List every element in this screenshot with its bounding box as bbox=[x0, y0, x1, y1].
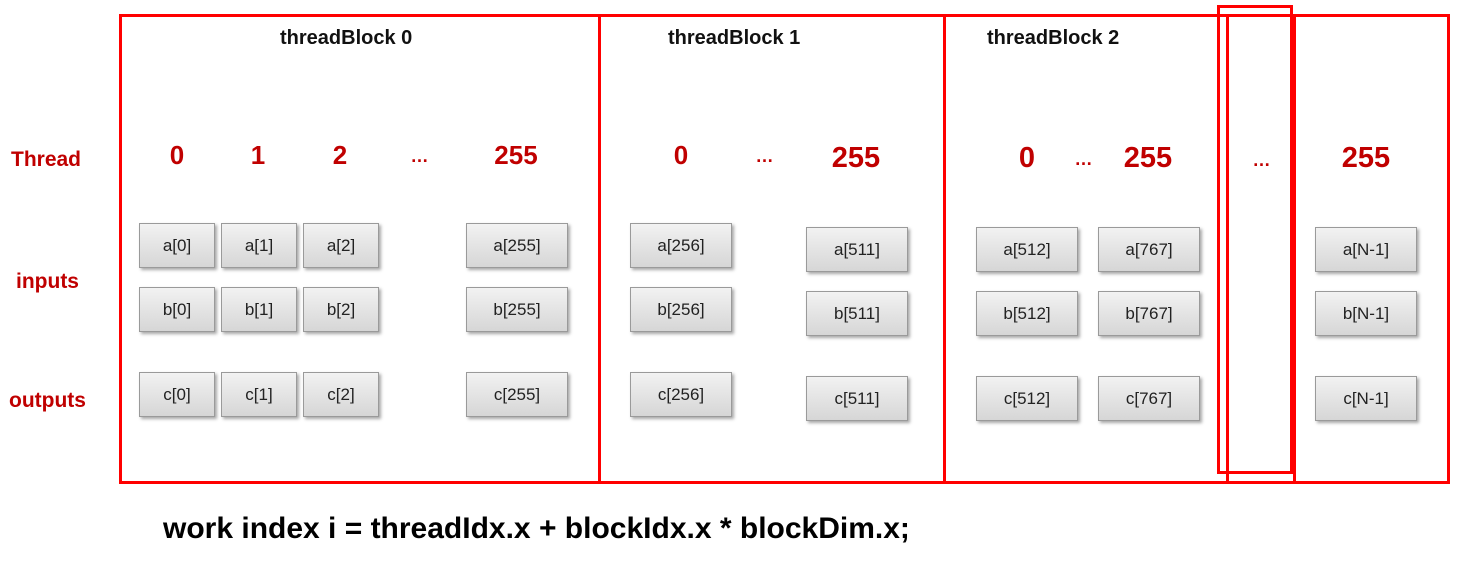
thread-ellipsis: … bbox=[410, 146, 430, 166]
input-cell-b: b[255] bbox=[466, 287, 568, 332]
block-divider-3 bbox=[1226, 14, 1229, 484]
output-cell-c: c[0] bbox=[139, 372, 215, 417]
ellipsis-block-outline bbox=[1217, 5, 1293, 474]
block-title-0: threadBlock 0 bbox=[280, 27, 413, 49]
block-title-1: threadBlock 1 bbox=[668, 27, 801, 49]
thread-id: 255 bbox=[831, 142, 881, 174]
thread-id: 1 bbox=[250, 140, 266, 170]
input-cell-a: a[255] bbox=[466, 223, 568, 268]
input-cell-a: a[0] bbox=[139, 223, 215, 268]
input-cell-a: a[512] bbox=[976, 227, 1078, 272]
output-cell-c: c[512] bbox=[976, 376, 1078, 421]
input-cell-a: a[767] bbox=[1098, 227, 1200, 272]
input-cell-b: b[511] bbox=[806, 291, 908, 336]
thread-ellipsis: … bbox=[1252, 150, 1272, 170]
thread-id: 255 bbox=[1341, 142, 1391, 174]
thread-id: 0 bbox=[169, 140, 185, 170]
output-cell-c: c[1] bbox=[221, 372, 297, 417]
thread-ellipsis: … bbox=[755, 146, 775, 166]
block-divider-2 bbox=[943, 14, 946, 484]
input-cell-b: b[767] bbox=[1098, 291, 1200, 336]
block-divider-1 bbox=[598, 14, 601, 484]
input-cell-a: a[2] bbox=[303, 223, 379, 268]
thread-id: 0 bbox=[673, 140, 689, 170]
work-index-formula: work index i = threadIdx.x + blockIdx.x … bbox=[163, 512, 910, 545]
thread-id: 2 bbox=[332, 140, 348, 170]
thread-id: 255 bbox=[1123, 142, 1173, 174]
output-cell-c: c[256] bbox=[630, 372, 732, 417]
input-cell-a: a[1] bbox=[221, 223, 297, 268]
input-cell-b: b[2] bbox=[303, 287, 379, 332]
thread-id: 0 bbox=[1018, 142, 1036, 174]
row-label-outputs: outputs bbox=[9, 389, 86, 412]
input-cell-b: b[N-1] bbox=[1315, 291, 1417, 336]
output-cell-c: c[N-1] bbox=[1315, 376, 1417, 421]
row-label-thread: Thread bbox=[11, 148, 82, 171]
row-label-inputs: inputs bbox=[16, 270, 79, 293]
input-cell-b: b[0] bbox=[139, 287, 215, 332]
input-cell-a: a[256] bbox=[630, 223, 732, 268]
output-cell-c: c[255] bbox=[466, 372, 568, 417]
input-cell-a: a[511] bbox=[806, 227, 908, 272]
thread-id: 255 bbox=[494, 140, 538, 170]
block-title-2: threadBlock 2 bbox=[987, 27, 1120, 49]
input-cell-b: b[256] bbox=[630, 287, 732, 332]
grid-outline bbox=[119, 14, 1450, 484]
output-cell-c: c[2] bbox=[303, 372, 379, 417]
thread-ellipsis: … bbox=[1074, 149, 1094, 169]
output-cell-c: c[511] bbox=[806, 376, 908, 421]
input-cell-a: a[N-1] bbox=[1315, 227, 1417, 272]
block-divider-4 bbox=[1293, 14, 1296, 484]
output-cell-c: c[767] bbox=[1098, 376, 1200, 421]
input-cell-b: b[1] bbox=[221, 287, 297, 332]
input-cell-b: b[512] bbox=[976, 291, 1078, 336]
